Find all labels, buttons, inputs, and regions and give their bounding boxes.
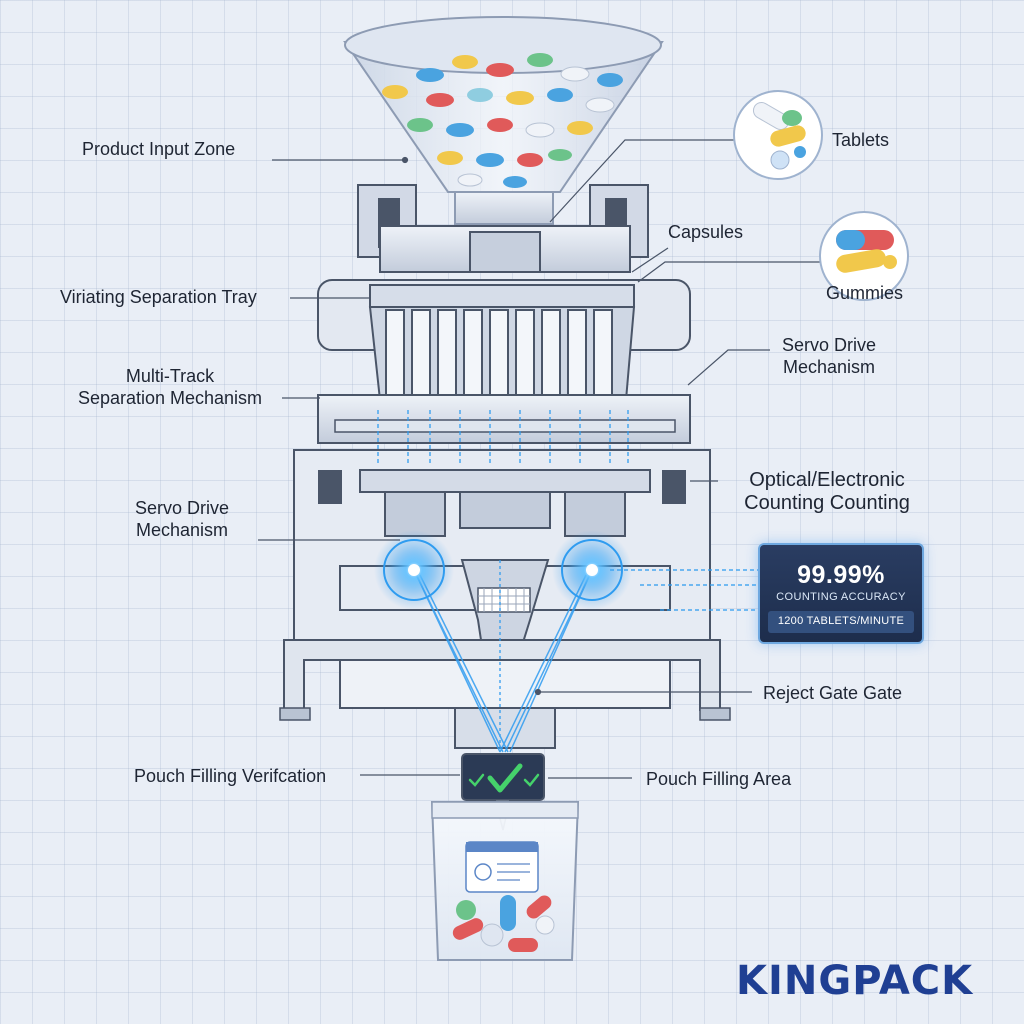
label-servo-left-line1: Servo Drive [134, 498, 230, 518]
label-reject-gate: Reject Gate Gate [763, 683, 903, 703]
stats-panel: 99.99% COUNTING ACCURACY 1200 TABLETS/MI… [758, 543, 924, 644]
hopper-icon [343, 16, 664, 225]
label-product-input-zone: Product Input Zone [82, 139, 236, 159]
throughput-box: 1200 TABLETS/MINUTE [768, 611, 914, 633]
tablets-icon [733, 90, 823, 180]
label-optical-line1: Optical/Electronic [749, 469, 905, 491]
label-tablets: Tablets [832, 130, 890, 150]
label-multi-track-line1: Multi-Track [125, 366, 215, 386]
label-capsules: Capsules [668, 222, 744, 242]
label-optical-counting: Optical/Electronic Counting Counting [722, 469, 932, 515]
pill-pile [382, 53, 623, 188]
label-servo-right-line2: Mechanism [782, 357, 876, 377]
optical-sensor-right [552, 530, 632, 610]
accuracy-value: 99.99% [797, 561, 885, 589]
kingpack-logo: KINGPACK [736, 958, 974, 1004]
leader-lines [258, 139, 820, 779]
machine-base [279, 639, 731, 749]
label-gummies: Gummies [826, 283, 904, 303]
accuracy-label: COUNTING ACCURACY [776, 591, 906, 603]
label-multi-track-line2: Separation Mechanism [77, 388, 263, 408]
label-optical-line2: Counting Counting [744, 492, 910, 514]
label-servo-right: Servo Drive Mechanism [770, 334, 888, 378]
capsules-icon [819, 211, 909, 301]
label-pouch-verification: Pouch Filling Verifcation [134, 766, 327, 786]
pouch-icon [430, 801, 580, 961]
check-icon [487, 763, 523, 793]
separation-tray [317, 279, 691, 444]
label-pouch-area: Pouch Filling Area [646, 769, 792, 789]
label-servo-left: Servo Drive Mechanism [120, 497, 244, 541]
label-servo-right-line1: Servo Drive [781, 335, 877, 355]
optical-sensor-left [374, 530, 454, 610]
label-servo-left-line2: Mechanism [135, 520, 229, 540]
main-body [293, 449, 711, 701]
label-multi-track: Multi-Track Separation Mechanism [60, 365, 280, 409]
throughput-label: 1200 TABLETS/MINUTE [777, 615, 905, 627]
upper-frame [357, 184, 649, 273]
label-vibrating-tray: Viriating Separation Tray [60, 287, 257, 307]
